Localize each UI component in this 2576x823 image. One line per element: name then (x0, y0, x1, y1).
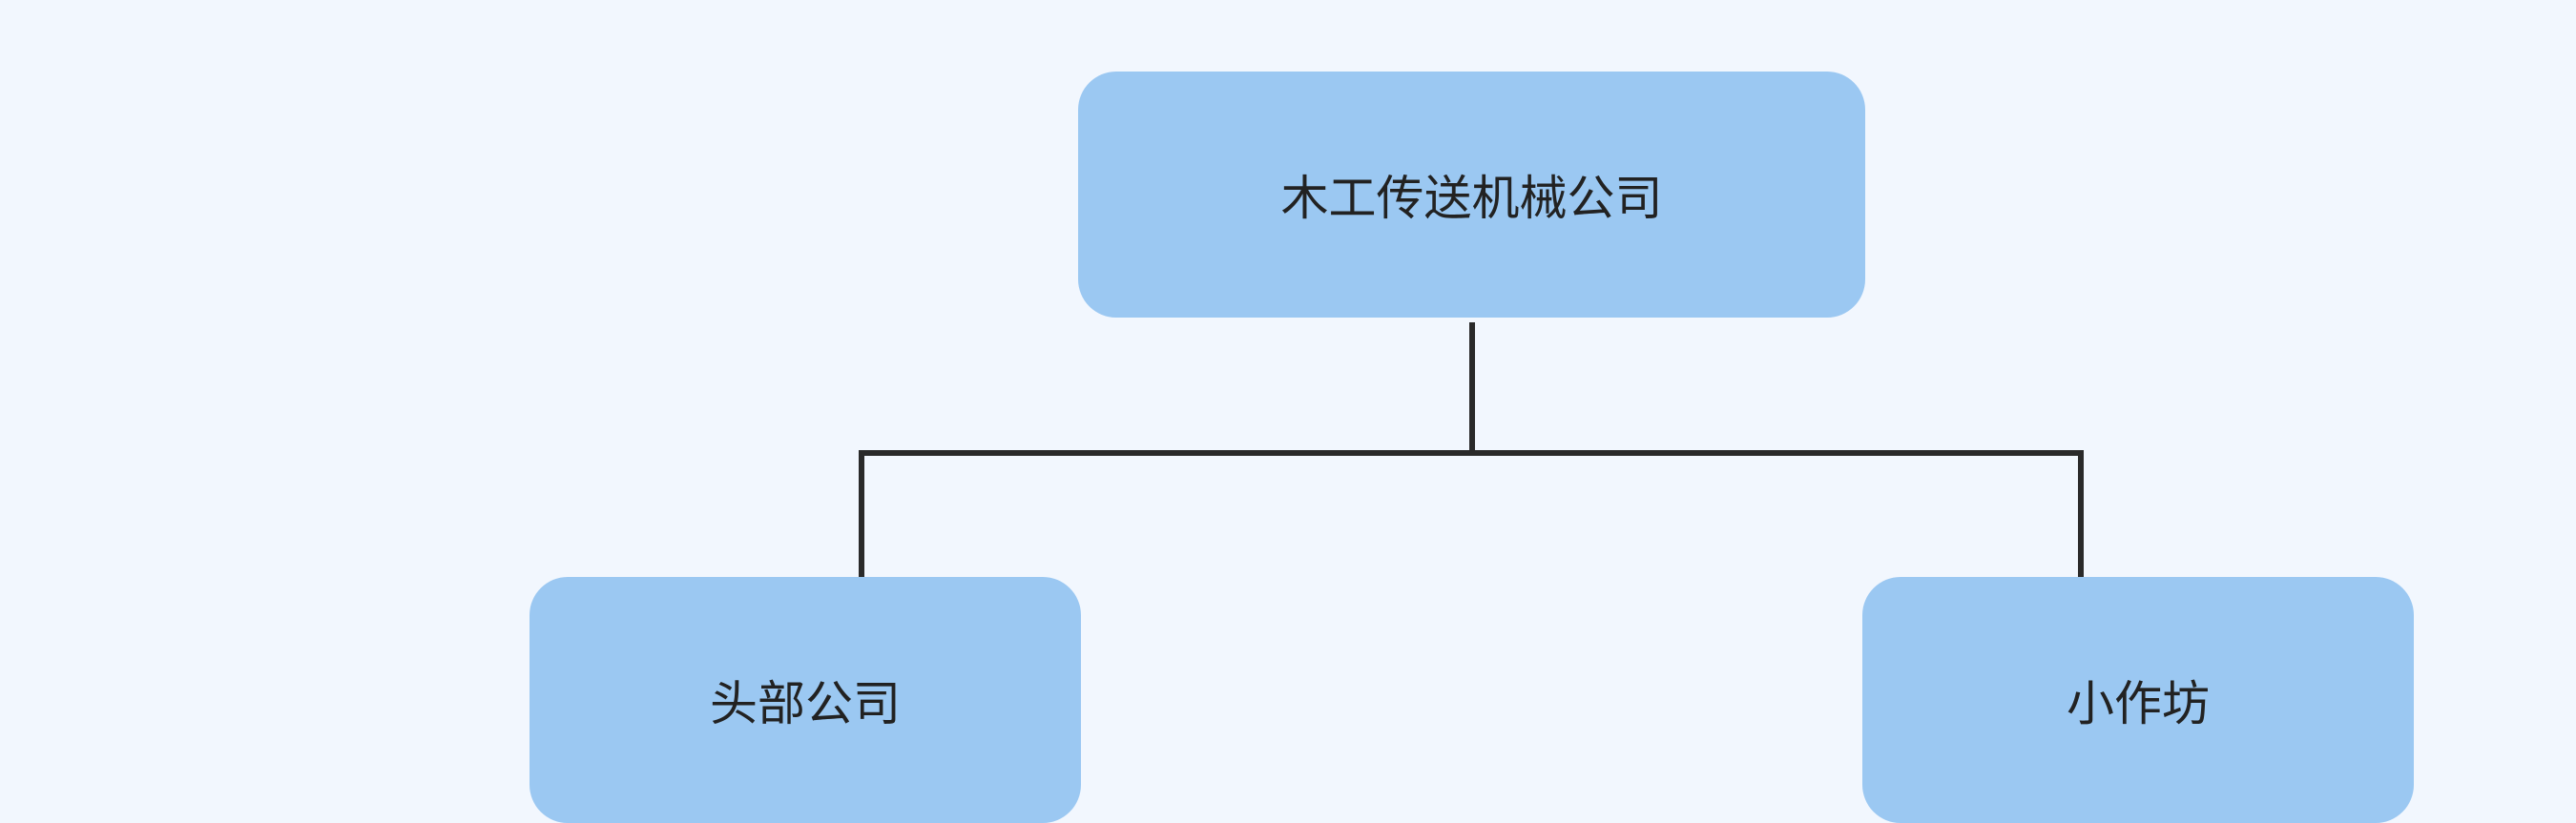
connector-horizontal (859, 450, 2084, 456)
root-node[interactable]: 木工传送机械公司 (1078, 72, 1865, 318)
connector-root-down (1469, 322, 1475, 456)
connector-right-down (2078, 450, 2084, 582)
child-node-head-company[interactable]: 头部公司 (530, 577, 1081, 823)
root-node-label: 木工传送机械公司 (1280, 171, 1663, 226)
child-node-label: 小作坊 (2067, 676, 2210, 731)
connector-left-down (859, 450, 864, 582)
child-node-label: 头部公司 (710, 676, 901, 731)
child-node-workshop[interactable]: 小作坊 (1862, 577, 2414, 823)
